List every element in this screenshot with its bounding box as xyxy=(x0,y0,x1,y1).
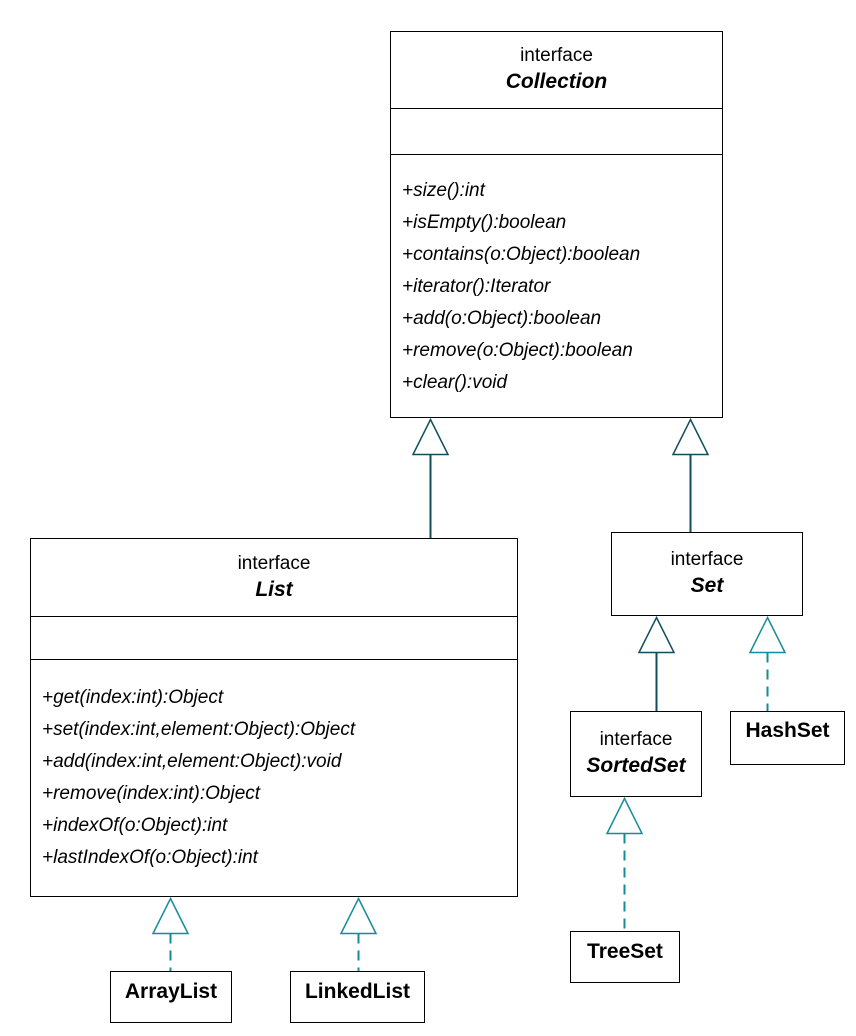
realization-arraylist-to-list xyxy=(151,896,190,971)
method-item: +iterator():Iterator xyxy=(402,276,551,297)
method-item: +remove(o:Object):boolean xyxy=(402,340,633,361)
class-name: LinkedList xyxy=(304,980,410,1003)
class-box-arraylist: ArrayList xyxy=(110,971,232,1023)
method-item: +set(index:int,element:Object):Object xyxy=(42,719,356,740)
hollow-triangle-arrowhead xyxy=(605,796,644,835)
hollow-triangle-arrowhead xyxy=(671,417,710,456)
class-box-list: interface List +get(index:int):Object +s… xyxy=(30,538,518,897)
generalization-set-to-collection xyxy=(671,417,710,532)
stereotype-label: interface xyxy=(520,45,593,66)
method-item: +add(index:int,element:Object):void xyxy=(42,751,342,772)
class-box-collection-title: interface Collection xyxy=(391,32,722,108)
class-box-set: interface Set xyxy=(611,532,803,616)
hollow-triangle-arrowhead xyxy=(411,417,450,456)
generalization-sortedset-to-set xyxy=(637,615,676,711)
stereotype-label: interface xyxy=(599,729,673,750)
stereotype-label: interface xyxy=(237,552,311,574)
class-box-collection: interface Collection +size():int +isEmpt… xyxy=(390,31,723,418)
methods-compartment: +get(index:int):Object +set(index:int,el… xyxy=(31,659,517,896)
attributes-compartment xyxy=(391,108,722,154)
realization-hashset-to-set xyxy=(748,615,787,711)
method-item: +remove(index:int):Object xyxy=(42,783,261,804)
method-item: +isEmpty():boolean xyxy=(402,212,567,233)
class-box-treeset: TreeSet xyxy=(570,931,680,983)
method-item: +lastIndexOf(o:Object):int xyxy=(42,847,258,868)
generalization-list-to-collection xyxy=(411,417,450,538)
method-item: +indexOf(o:Object):int xyxy=(42,815,228,836)
method-item: +size():int xyxy=(402,180,485,201)
realization-treeset-to-sortedset xyxy=(605,796,644,931)
hollow-triangle-arrowhead xyxy=(748,615,787,654)
hollow-triangle-arrowhead xyxy=(339,896,378,935)
method-item: +add(o:Object):boolean xyxy=(402,308,602,329)
method-item: +clear():void xyxy=(402,372,508,393)
class-name: SortedSet xyxy=(586,754,686,777)
realization-linkedlist-to-list xyxy=(339,896,378,971)
class-box-sortedset: interface SortedSet xyxy=(570,711,702,797)
hollow-triangle-arrowhead xyxy=(637,615,676,654)
class-box-linkedlist: LinkedList xyxy=(290,971,425,1023)
hollow-triangle-arrowhead xyxy=(151,896,190,935)
class-name: List xyxy=(255,577,293,601)
class-box-list-title: interface List xyxy=(31,539,517,616)
class-name: ArrayList xyxy=(124,980,218,1003)
method-item: +contains(o:Object):boolean xyxy=(402,244,641,265)
class-name: TreeSet xyxy=(587,940,663,963)
class-name: HashSet xyxy=(745,719,830,742)
stereotype-label: interface xyxy=(670,549,744,570)
class-name: Set xyxy=(690,574,724,597)
method-item: +get(index:int):Object xyxy=(42,687,224,708)
class-box-hashset: HashSet xyxy=(730,711,845,765)
methods-compartment: +size():int +isEmpty():boolean +contains… xyxy=(391,154,722,417)
attributes-compartment xyxy=(31,616,517,659)
class-name: Collection xyxy=(505,70,608,93)
